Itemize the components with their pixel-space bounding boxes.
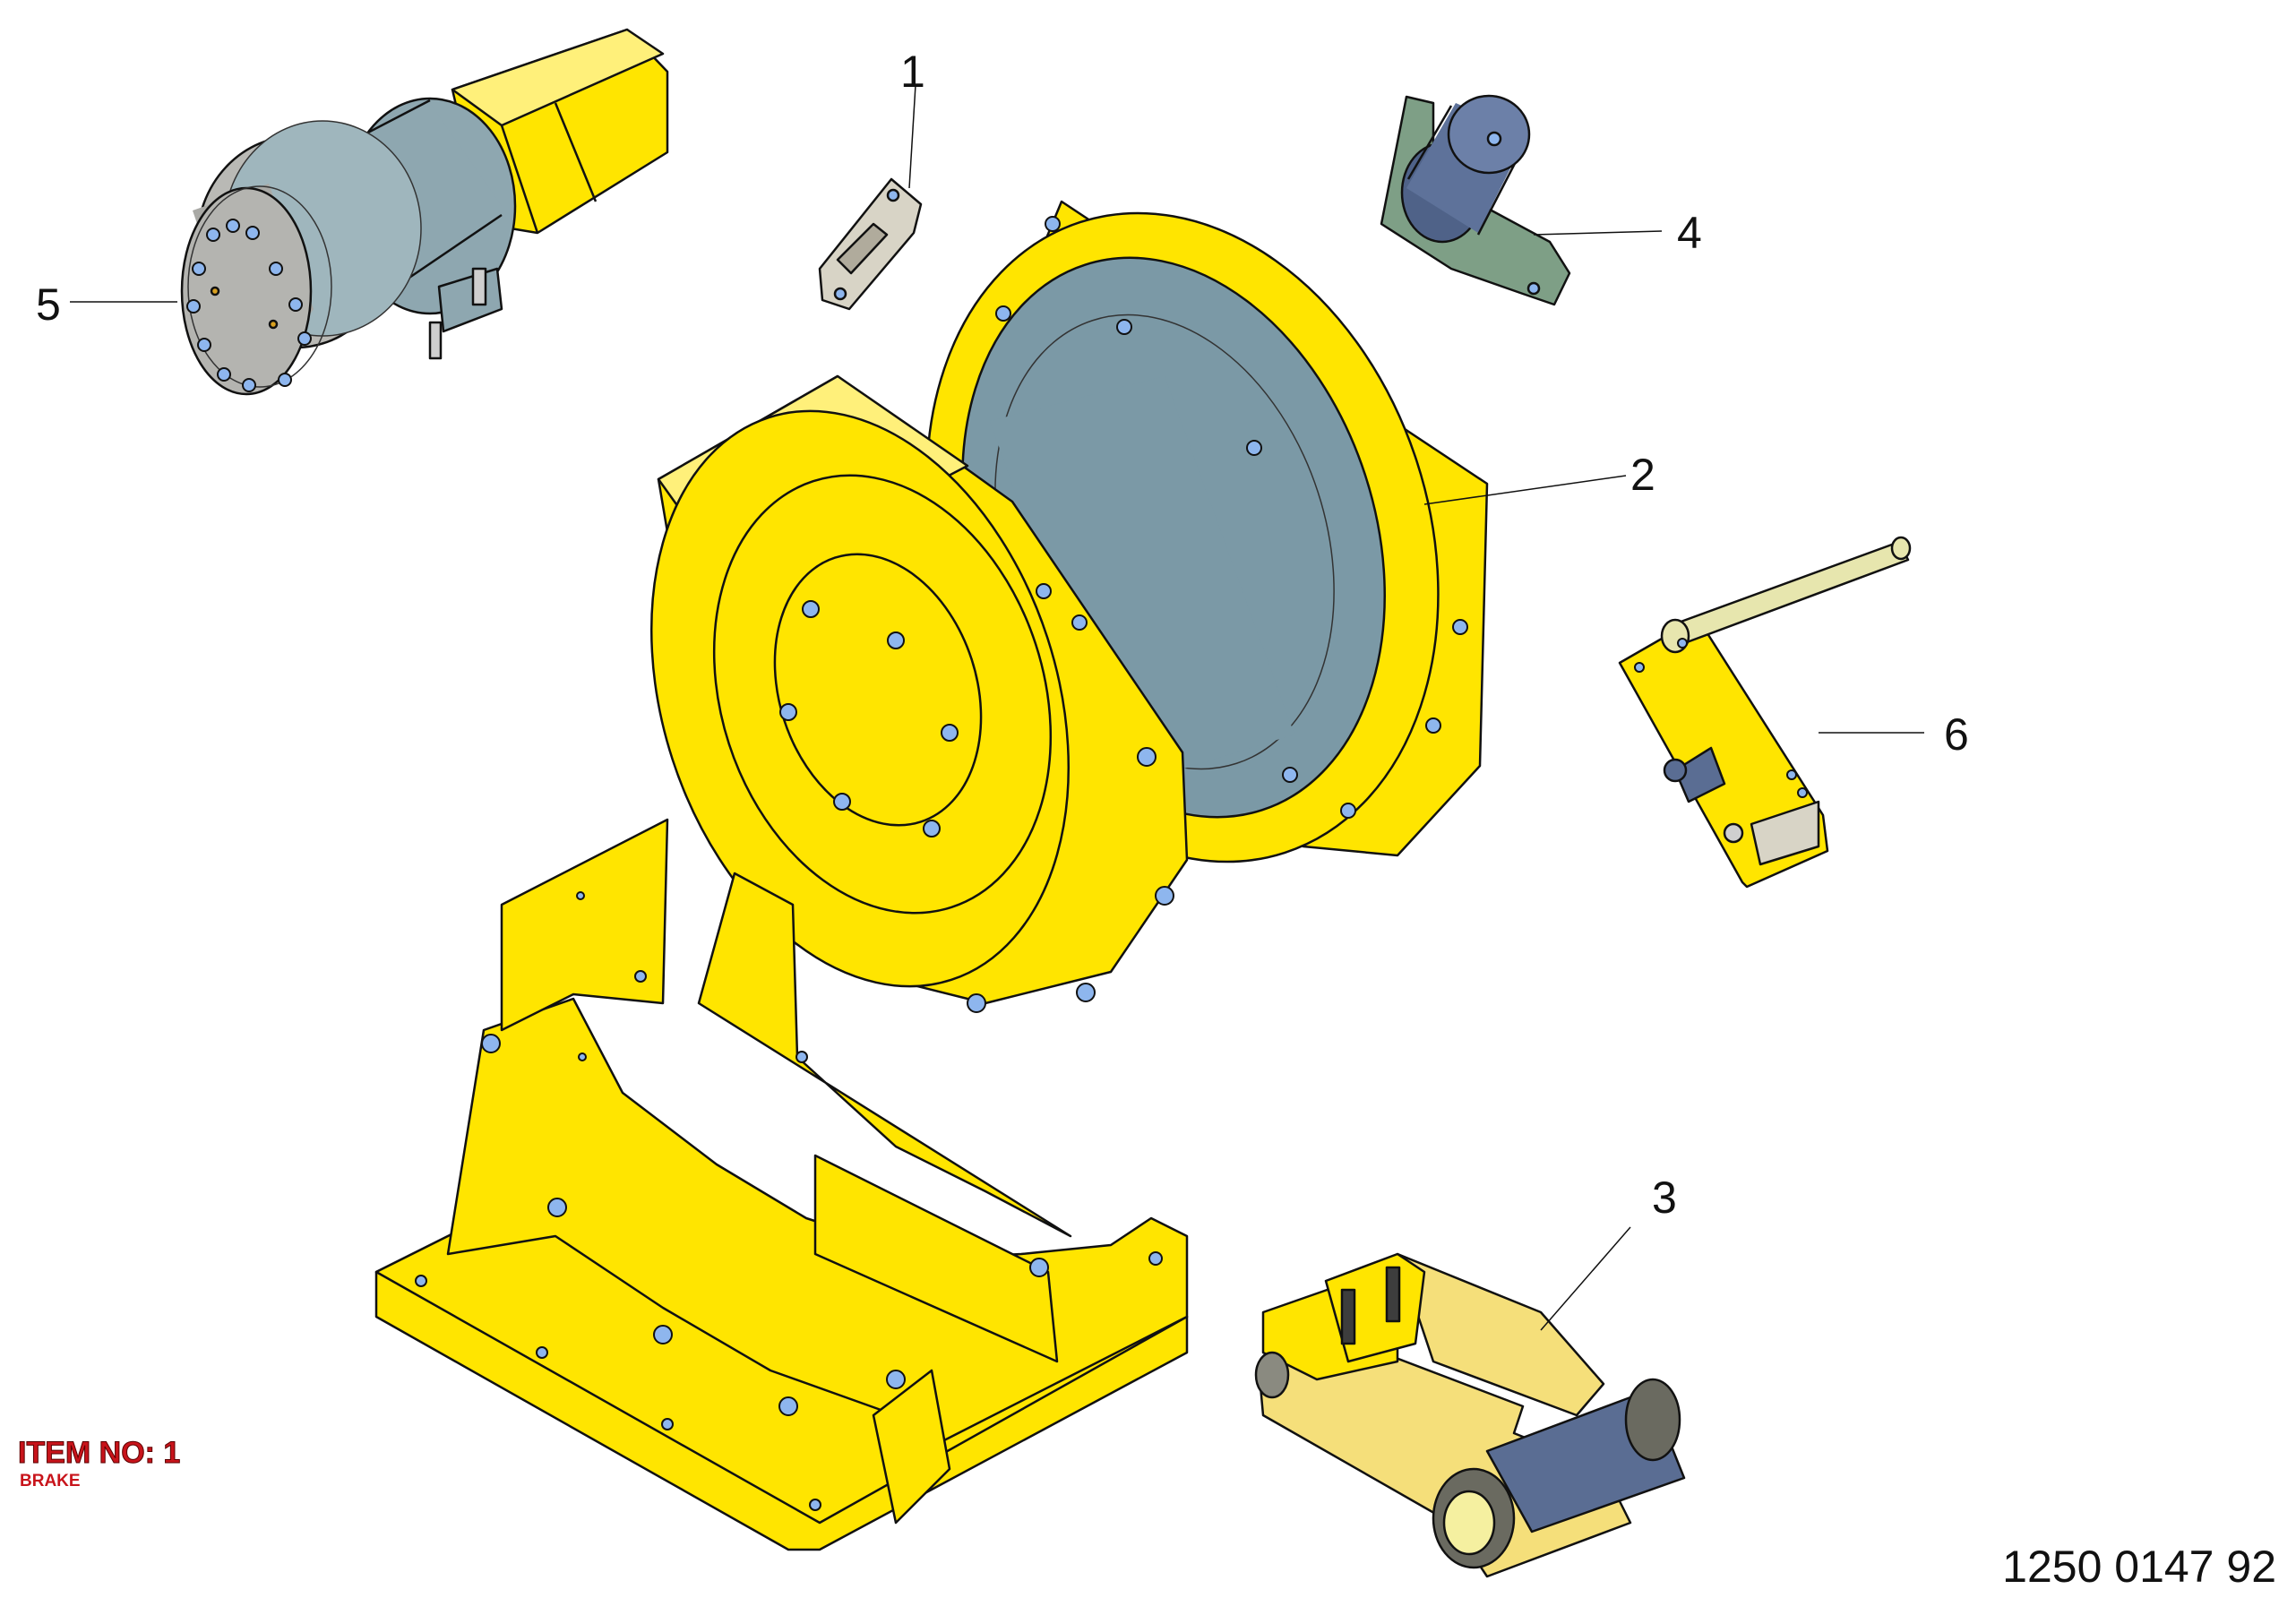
part-5-motor [180,28,669,396]
part-2-drum-housing [649,200,1489,1013]
callout-1: 1 [900,47,925,97]
item-number-title: ITEM NO: 1 [17,1436,181,1471]
part-1-clip [818,177,923,311]
callout-2: 2 [1630,450,1655,500]
part-3-roller-link [1254,1252,1686,1578]
item-subtitle: BRAKE [20,1472,81,1490]
callout-3: 3 [1652,1173,1677,1223]
callout-5: 5 [36,279,61,330]
part-4-canister [1380,94,1571,306]
part-6-lever [1618,536,1912,889]
drawing-number: 1250 0147 92 [2002,1542,2276,1592]
callout-6: 6 [1944,709,1969,760]
base-frame [374,818,1189,1551]
callout-4: 4 [1677,208,1702,258]
